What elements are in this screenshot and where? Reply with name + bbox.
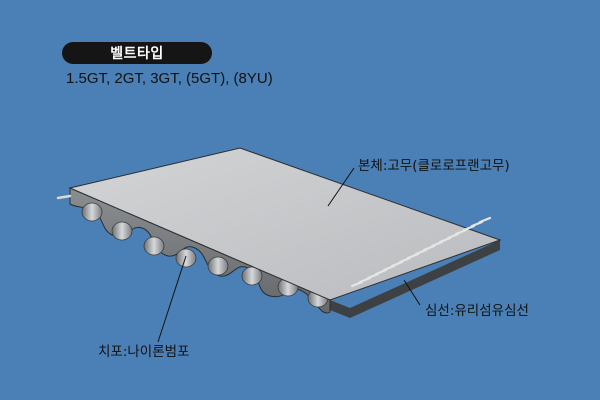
- belt-type-badge: 벨트타입: [62, 42, 212, 64]
- core-wire-stub: [56, 194, 72, 200]
- belt-tooth: [111, 221, 133, 241]
- belt-type-list: 1.5GT, 2GT, 3GT, (5GT), (8YU): [66, 70, 273, 87]
- belt-end-face: [330, 240, 500, 318]
- leader-line-core: [403, 279, 421, 306]
- core-material-label: 심선:유리섬유심선: [425, 303, 529, 319]
- belt-tooth: [175, 248, 197, 268]
- leader-line-fabric: [157, 255, 187, 343]
- belt-tooth: [207, 256, 229, 276]
- belt-tooth: [81, 202, 103, 222]
- belt-tooth: [143, 236, 165, 256]
- body-material-label: 본체:고무(클로로프랜고무): [358, 158, 510, 174]
- core-wires: [350, 216, 492, 288]
- belt-tooth: [241, 266, 263, 286]
- fabric-material-label: 치포:나이론범포: [98, 344, 190, 360]
- belt-top-face: [68, 147, 502, 301]
- leader-line-body: [327, 167, 355, 207]
